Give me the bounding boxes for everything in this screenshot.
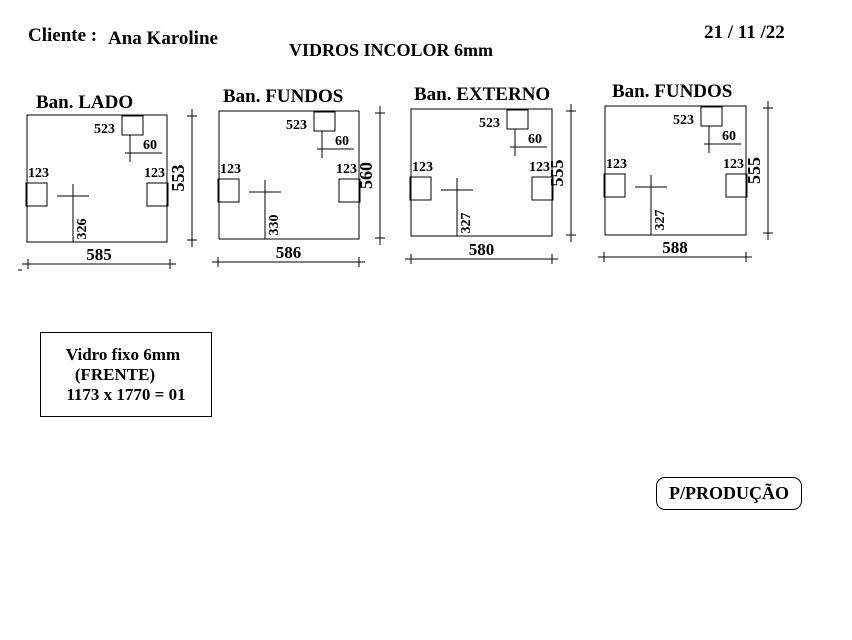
hole-side-dimension-fundos: 60	[335, 134, 349, 149]
center-dimension-fundos: 330	[267, 215, 282, 236]
panel-title-externo: Ban. EXTERNO	[414, 84, 551, 105]
client-label: Cliente :	[28, 25, 98, 46]
hole-top-fundos-2	[700, 106, 723, 127]
note-line: Vidro fixo 6mm	[65, 344, 181, 364]
hole-right-lado	[146, 182, 169, 207]
hole-side-dimension-externo: 60	[528, 132, 542, 147]
width-dimension-fundos: 586	[276, 243, 302, 262]
hole-right-externo	[531, 176, 554, 201]
hole-left-externo	[409, 176, 432, 201]
hole-left-fundos-2	[603, 173, 626, 198]
hole-right-dimension-lado: 123	[144, 166, 165, 181]
panel-outline-fundos-2	[604, 105, 747, 236]
hole-top-fundos	[313, 111, 336, 132]
panel-outline-externo	[410, 108, 553, 237]
note-line: (FRENTE)	[74, 364, 156, 384]
hole-side-dimension-lado: 60	[143, 138, 157, 153]
height-dimension-lado: 553	[168, 165, 188, 192]
hole-top-dimension-fundos: 523	[286, 118, 307, 133]
document-date: 21 / 11 /22	[704, 22, 785, 43]
hole-right-dimension-fundos-2: 123	[723, 157, 744, 172]
hole-top-externo	[506, 109, 529, 130]
hole-left-dimension-fundos-2: 123	[606, 157, 627, 172]
hole-right-fundos-2	[725, 173, 748, 198]
hole-top-dimension-lado: 523	[94, 122, 115, 137]
note-line: 1173 x 1770 = 01	[66, 384, 186, 404]
panel-title-lado: Ban. LADO	[36, 92, 134, 113]
height-dimension-fundos: 560	[356, 162, 376, 189]
panel-outline-fundos	[218, 110, 360, 240]
panel-outline-lado	[26, 114, 168, 243]
hole-right-fundos	[338, 178, 361, 203]
height-dimension-fundos-2: 555	[744, 157, 764, 184]
hole-side-dimension-fundos-2: 60	[722, 129, 736, 144]
width-dimension-fundos-2: 588	[662, 238, 688, 257]
hole-top-dimension-externo: 523	[479, 116, 500, 131]
panel-title-fundos: Ban. FUNDOS	[223, 86, 344, 107]
hole-right-dimension-externo: 123	[529, 160, 550, 175]
width-dimension-externo: 580	[469, 240, 495, 259]
hole-left-lado	[25, 182, 48, 207]
center-dimension-lado: 326	[75, 219, 90, 240]
note-box: Vidro fixo 6mm (FRENTE) 1173 x 1770 = 01	[40, 332, 212, 417]
center-dimension-externo: 327	[459, 213, 474, 234]
hole-left-fundos	[217, 178, 240, 203]
hole-left-dimension-lado: 123	[28, 166, 49, 181]
document-title: VIDROS INCOLOR 6mm	[289, 40, 494, 60]
hole-left-dimension-externo: 123	[412, 160, 433, 175]
hole-top-lado	[121, 115, 144, 136]
hole-top-dimension-fundos-2: 523	[673, 113, 694, 128]
width-dimension-lado: 585	[86, 245, 112, 264]
center-dimension-fundos-2: 327	[653, 210, 668, 231]
hole-right-dimension-fundos: 123	[336, 162, 357, 177]
height-dimension-externo: 555	[547, 160, 567, 187]
hole-left-dimension-fundos: 123	[220, 162, 241, 177]
client-name: Ana Karoline	[108, 28, 218, 49]
panel-title-fundos-2: Ban. FUNDOS	[612, 81, 733, 102]
production-stamp: P/PRODUÇÃO	[656, 477, 802, 510]
